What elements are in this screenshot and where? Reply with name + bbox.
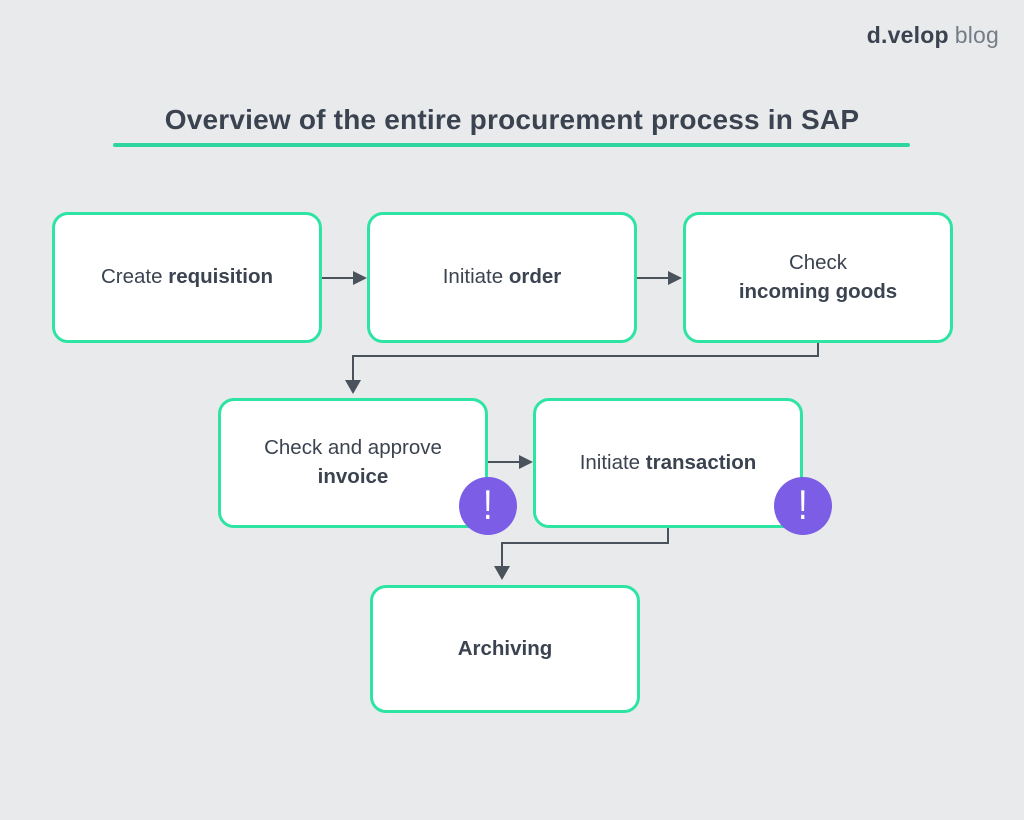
arrow-transaction-to-archiving-head (494, 566, 510, 580)
arrow-goods-to-invoice-segment3 (352, 355, 354, 381)
arrow-transaction-to-archiving-segment3 (501, 542, 503, 567)
logo-suffix-text: blog (954, 22, 999, 48)
arrow-transaction-to-archiving-segment2 (501, 542, 669, 544)
arrow-order-to-goods-line (637, 277, 669, 279)
flow-box-check-incoming-goods: Check incoming goods (683, 212, 953, 343)
page-title: Overview of the entire procurement proce… (164, 104, 860, 135)
flow-box-archiving: Archiving (370, 585, 640, 713)
flow-box-initiate-transaction: Initiate transaction (533, 398, 803, 528)
arrow-order-to-goods-head (668, 271, 682, 285)
arrow-goods-to-invoice-head (345, 380, 361, 394)
exclamation-icon: ! (483, 481, 493, 528)
flow-box-label: Initiate order (442, 265, 562, 289)
title-underline (113, 143, 910, 147)
flow-box-check-approve-invoice: Check and approve invoice (218, 398, 488, 528)
flow-box-label-line1: Check (788, 250, 848, 274)
arrow-invoice-to-transaction-line (488, 461, 520, 463)
arrow-requisition-to-order-line (322, 277, 354, 279)
logo-brand-text: d.velop (866, 22, 949, 48)
flow-box-label-line1: Check and approve (264, 436, 442, 460)
arrow-invoice-to-transaction-head (519, 455, 533, 469)
flow-box-label-line2: incoming goods (738, 279, 898, 303)
flow-box-label: Create requisition (100, 265, 274, 289)
alert-badge-invoice: ! (459, 477, 517, 535)
flow-box-label-line2: invoice (317, 465, 389, 488)
flow-box-initiate-order: Initiate order (367, 212, 637, 343)
exclamation-icon: ! (798, 481, 808, 528)
arrow-requisition-to-order-head (353, 271, 367, 285)
flow-box-create-requisition: Create requisition (52, 212, 322, 343)
flow-box-label: Initiate transaction (579, 450, 757, 474)
flow-box-label: Archiving (457, 636, 553, 660)
alert-badge-transaction: ! (774, 477, 832, 535)
arrow-transaction-to-archiving-segment1 (667, 528, 669, 544)
arrow-goods-to-invoice-segment1 (817, 343, 819, 357)
arrow-goods-to-invoice-segment2 (352, 355, 819, 357)
